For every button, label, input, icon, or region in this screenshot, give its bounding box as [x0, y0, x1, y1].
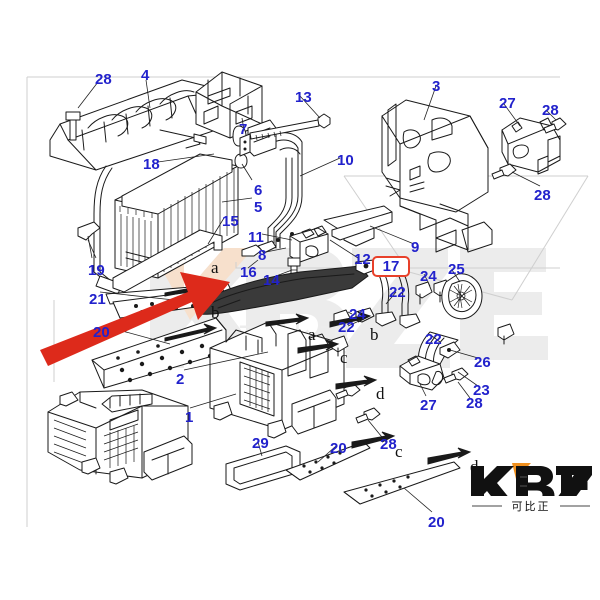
callout-15: 15 — [222, 213, 239, 230]
callout-24-a: 24 — [420, 268, 437, 285]
callout-3: 3 — [432, 78, 441, 95]
callout-24-b: 24 — [349, 306, 366, 323]
callout-1: 1 — [185, 409, 194, 426]
callout-10: 10 — [337, 152, 354, 169]
callout-26: 26 — [474, 354, 491, 371]
callout-19: 19 — [88, 262, 105, 279]
callout-12: 12 — [354, 251, 371, 268]
callout-14: 14 — [263, 272, 280, 289]
callout-9: 9 — [411, 239, 420, 256]
callout-22-a: 22 — [389, 284, 406, 301]
letter-c-1: c — [340, 348, 348, 367]
letter-a-1: a — [211, 258, 219, 277]
brand-wordmark — [471, 463, 592, 496]
callout-20-c: 20 — [428, 514, 445, 531]
callout-23: 23 — [473, 382, 490, 399]
callout-6: 6 — [254, 182, 263, 199]
callout-28-a: 28 — [95, 71, 112, 88]
letter-c-2: c — [395, 442, 403, 461]
callout-27-b: 27 — [420, 397, 437, 414]
callout-28-d: 28 — [466, 395, 483, 412]
letter-b-2: b — [370, 325, 379, 344]
callout-2: 2 — [176, 371, 185, 388]
callout-11: 11 — [248, 229, 264, 246]
callout-21: 21 — [89, 291, 106, 308]
letter-a-2: a — [308, 325, 316, 344]
callout-5: 5 — [254, 199, 263, 216]
brand-rule — [472, 505, 590, 507]
callout-4: 4 — [141, 67, 150, 84]
callout-28-c: 28 — [534, 187, 551, 204]
callout-22-b: 22 — [338, 319, 355, 336]
callout-20-b: 20 — [330, 440, 347, 457]
callout-28-e: 28 — [380, 436, 397, 453]
highlighted-callout-17[interactable]: 17 — [372, 256, 410, 277]
callout-28-b: 28 — [542, 102, 559, 119]
letter-d-1: d — [376, 384, 385, 403]
callout-7: 7 — [239, 121, 248, 138]
callout-13: 13 — [295, 89, 312, 106]
brand-logo: 可比正 — [468, 462, 594, 518]
callout-25: 25 — [448, 261, 465, 278]
highlighted-callout-17-label: 17 — [382, 258, 400, 275]
callout-20-a: 20 — [93, 324, 110, 341]
callout-22-c: 22 — [425, 331, 442, 348]
callout-16: 16 — [240, 264, 257, 281]
callout-29: 29 — [252, 435, 269, 452]
brand-subtext: 可比正 — [511, 500, 551, 513]
letter-b-1: b — [211, 303, 220, 322]
callout-8: 8 — [258, 247, 267, 264]
callout-18: 18 — [143, 156, 160, 173]
callout-27-a: 27 — [499, 95, 516, 112]
